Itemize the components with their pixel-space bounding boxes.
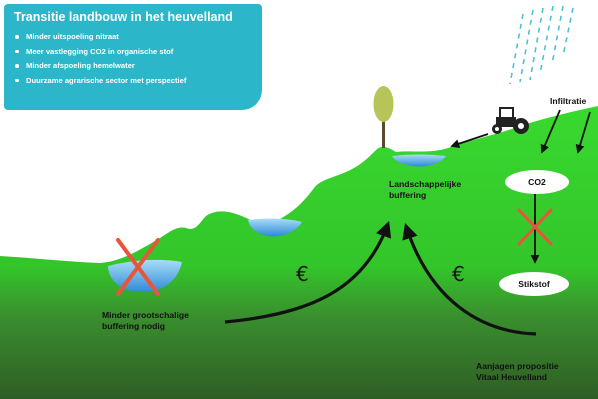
nitrogen-badge: Stikstof bbox=[499, 272, 569, 296]
cross-icon bbox=[517, 208, 553, 246]
co2-badge: CO2 bbox=[505, 170, 569, 194]
label-line: Vitaal Heuvelland bbox=[476, 371, 548, 382]
euro-sign: € bbox=[296, 262, 309, 286]
info-box-title: Transitie landbouw in het heuvelland bbox=[14, 10, 233, 24]
hill-ground bbox=[0, 106, 598, 399]
label-line: buffering nodig bbox=[102, 320, 166, 331]
less-buffering-label: Minder grootschalige buffering nodig bbox=[102, 310, 189, 331]
landscape-buffering-label: Landschappelijke buffering bbox=[389, 179, 461, 200]
proposition-label: Aanjagen propositie Vitaal Heuvelland bbox=[476, 361, 559, 382]
rain-icon bbox=[509, 5, 574, 85]
pond-middle bbox=[248, 218, 302, 237]
infiltration-label: Infiltratie bbox=[550, 96, 587, 106]
list-item: Duurzame agrarische sector met perspecti… bbox=[14, 75, 252, 86]
cross-icon bbox=[116, 238, 160, 296]
label-line: buffering bbox=[389, 189, 427, 200]
list-item: Minder uitspoeling nitraat bbox=[14, 31, 252, 42]
list-item: Meer vastlegging CO2 in organische stof bbox=[14, 46, 252, 57]
list-item: Minder afspoeling hemelwater bbox=[14, 60, 252, 71]
tree-icon bbox=[373, 86, 394, 148]
euro-sign: € bbox=[452, 262, 465, 286]
label-line: Landschappelijke bbox=[389, 179, 462, 189]
tractor-icon bbox=[492, 107, 529, 134]
flow-arrows bbox=[224, 220, 537, 336]
pond-top bbox=[392, 154, 446, 167]
label-line: Minder grootschalige bbox=[102, 310, 189, 320]
label-line: Aanjagen propositie bbox=[476, 361, 559, 371]
info-box-list: Minder uitspoeling nitraat Meer vastlegg… bbox=[14, 31, 252, 86]
info-box: Transitie landbouw in het heuvelland Min… bbox=[4, 4, 262, 110]
